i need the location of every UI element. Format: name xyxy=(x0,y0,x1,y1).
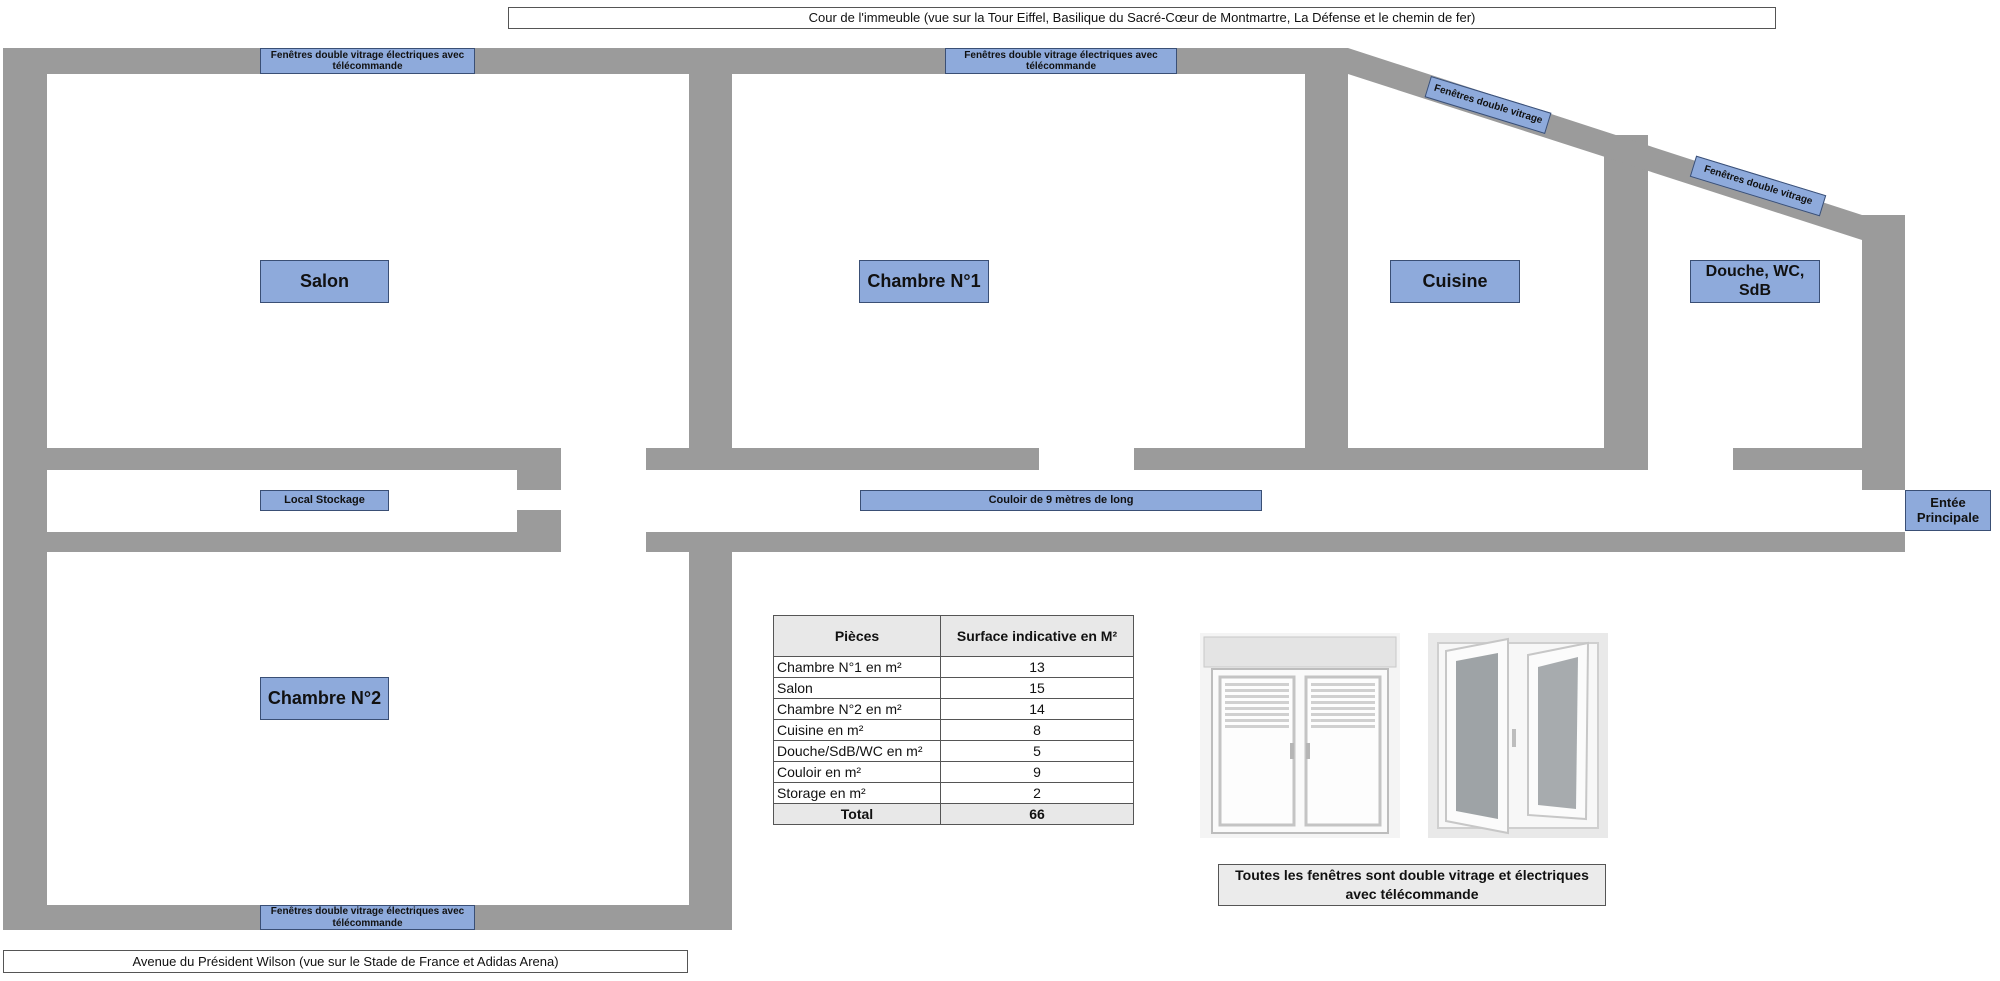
table-total-value: 66 xyxy=(940,803,1134,825)
room-label-douche: Douche, WC, SdB xyxy=(1690,260,1820,303)
wall-corridor-lower-2 xyxy=(646,532,1905,552)
storage-door-jamb-top xyxy=(517,448,561,490)
window-label-chambre2: Fenêtres double vitrage électriques avec… xyxy=(260,905,475,930)
wall-left xyxy=(3,48,47,930)
table-header-surface: Surface indicative en M² xyxy=(940,615,1134,657)
table-cell-surface: 14 xyxy=(940,698,1134,720)
area-table: Pièces Surface indicative en M² Chambre … xyxy=(773,615,1134,825)
wall-chambre1-cuisine xyxy=(1305,48,1348,470)
table-cell-room: Salon xyxy=(773,677,941,699)
room-label-salon: Salon xyxy=(260,260,389,303)
window-label-salon: Fenêtres double vitrage électriques avec… xyxy=(260,48,475,74)
room-label-entree: Entée Principale xyxy=(1905,490,1991,531)
wall-corridor-upper-4 xyxy=(1733,448,1905,470)
window-shutters-illustration xyxy=(1200,633,1400,838)
windows-caption: Toutes les fenêtres sont double vitrage … xyxy=(1218,864,1606,906)
table-header-row: Pièces Surface indicative en M² xyxy=(773,615,1134,657)
room-label-cuisine: Cuisine xyxy=(1390,260,1520,303)
window-label-chambre1: Fenêtres double vitrage électriques avec… xyxy=(945,48,1177,74)
table-cell-room: Cuisine en m² xyxy=(773,719,941,741)
table-cell-surface: 2 xyxy=(940,782,1134,804)
wall-corridor-lower-1 xyxy=(3,532,561,552)
room-label-couloir: Couloir de 9 mètres de long xyxy=(860,490,1262,511)
window-tilt-turn-illustration xyxy=(1428,633,1608,838)
table-cell-room: Storage en m² xyxy=(773,782,941,804)
wall-chambre2-right xyxy=(689,532,732,930)
table-cell-surface: 13 xyxy=(940,656,1134,678)
wall-corridor-upper-3 xyxy=(1134,448,1648,470)
table-total-label: Total xyxy=(773,803,941,825)
courtyard-label: Cour de l'immeuble (vue sur la Tour Eiff… xyxy=(508,7,1776,29)
room-label-chambre2: Chambre N°2 xyxy=(260,677,389,720)
table-cell-room: Chambre N°2 en m² xyxy=(773,698,941,720)
table-cell-surface: 8 xyxy=(940,719,1134,741)
window-photo-shutters xyxy=(1200,633,1400,838)
table-cell-room: Couloir en m² xyxy=(773,761,941,783)
wall-right xyxy=(1862,215,1905,490)
avenue-label: Avenue du Président Wilson (vue sur le S… xyxy=(3,950,688,973)
table-cell-room: Douche/SdB/WC en m² xyxy=(773,740,941,762)
wall-corridor-upper-2 xyxy=(646,448,1039,470)
room-label-storage: Local Stockage xyxy=(260,490,389,511)
table-cell-room: Chambre N°1 en m² xyxy=(773,656,941,678)
table-cell-surface: 15 xyxy=(940,677,1134,699)
wall-salon-chambre1 xyxy=(689,48,732,470)
wall-cuisine-douche xyxy=(1604,135,1648,470)
table-cell-surface: 5 xyxy=(940,740,1134,762)
table-cell-surface: 9 xyxy=(940,761,1134,783)
table-header-rooms: Pièces xyxy=(773,615,941,657)
room-label-chambre1: Chambre N°1 xyxy=(859,260,989,303)
window-photo-tilt-turn xyxy=(1428,633,1608,838)
wall-corridor-upper-1 xyxy=(3,448,561,470)
